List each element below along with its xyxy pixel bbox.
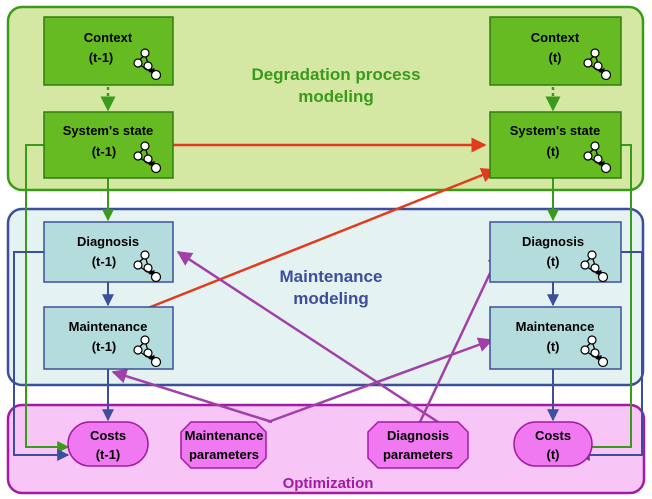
costs-node-prev-label: Costs <box>90 428 126 443</box>
maintenance-node-curr-label: Maintenance <box>516 319 595 334</box>
state-node-prev-label: System's state <box>63 123 154 138</box>
maintenance-to-next-state-arrow <box>147 168 497 310</box>
diagnosis-parameters-sublabel: parameters <box>383 447 453 462</box>
diagnosis-node-prev-label: Diagnosis <box>77 234 139 249</box>
diagnosis-parameters-node[interactable]: Diagnosis parameters <box>367 421 469 469</box>
costs-node-curr[interactable]: Costs (t) <box>513 421 593 467</box>
optimization-panel-title: Optimization <box>283 475 374 492</box>
costs-node-curr-label: Costs <box>535 428 571 443</box>
state-node-curr[interactable]: System's state (t) <box>489 111 622 179</box>
diagnosis-to-costs-route-prev <box>13 251 70 461</box>
costs-node-prev-time: (t-1) <box>96 447 121 462</box>
maintenance-panel-title-line1: Maintenance <box>280 267 383 286</box>
diagnosis-node-curr[interactable]: Diagnosis (t) <box>489 221 622 283</box>
maintenance-node-curr[interactable]: Maintenance (t) <box>489 306 622 370</box>
state-node-prev-time: (t-1) <box>92 144 117 159</box>
costs-node-prev[interactable]: Costs (t-1) <box>67 421 149 467</box>
context-node-prev-label: Context <box>84 30 133 45</box>
diagnosis-node-prev-time: (t-1) <box>92 254 117 269</box>
context-node-curr[interactable]: Context (t) <box>489 16 622 86</box>
context-node-curr-label: Context <box>531 30 580 45</box>
diagnosis-node-curr-time: (t) <box>547 254 560 269</box>
degradation-panel-title-line2: modeling <box>298 87 374 106</box>
state-to-costs-route-curr <box>577 144 632 453</box>
maintenance-parameters-node[interactable]: Maintenance parameters <box>180 421 267 469</box>
maint-params-to-maintenance-prev-arrow <box>111 368 273 424</box>
maintenance-panel-title-line2: modeling <box>293 289 369 308</box>
costs-node-curr-time: (t) <box>547 447 560 462</box>
maintenance-parameters-sublabel: parameters <box>189 447 259 462</box>
maintenance-node-prev-time: (t-1) <box>92 339 117 354</box>
optimization-panel <box>6 403 646 495</box>
context-node-curr-time: (t) <box>549 50 562 65</box>
state-node-prev[interactable]: System's state (t-1) <box>43 111 174 179</box>
context-node-prev[interactable]: Context (t-1) <box>43 16 174 86</box>
diagnosis-node-curr-label: Diagnosis <box>522 234 584 249</box>
state-node-curr-label: System's state <box>510 123 601 138</box>
degradation-panel-title-line1: Degradation process <box>251 65 420 84</box>
diag-params-to-diagnosis-curr-arrow <box>418 250 502 423</box>
diagnosis-parameters-label: Diagnosis <box>387 428 449 443</box>
maintenance-node-prev-label: Maintenance <box>69 319 148 334</box>
state-to-costs-route-prev <box>25 144 70 453</box>
diagnosis-node-prev[interactable]: Diagnosis (t-1) <box>43 221 174 283</box>
maintenance-node-curr-time: (t) <box>547 339 560 354</box>
maint-params-to-maintenance-curr-arrow <box>267 337 494 424</box>
diagnosis-to-costs-route-curr <box>577 251 643 461</box>
maintenance-parameters-label: Maintenance <box>185 428 264 443</box>
context-node-prev-time: (t-1) <box>89 50 114 65</box>
maintenance-node-prev[interactable]: Maintenance (t-1) <box>43 306 174 370</box>
state-node-curr-time: (t) <box>547 144 560 159</box>
diag-params-to-diagnosis-prev-arrow <box>176 250 439 424</box>
